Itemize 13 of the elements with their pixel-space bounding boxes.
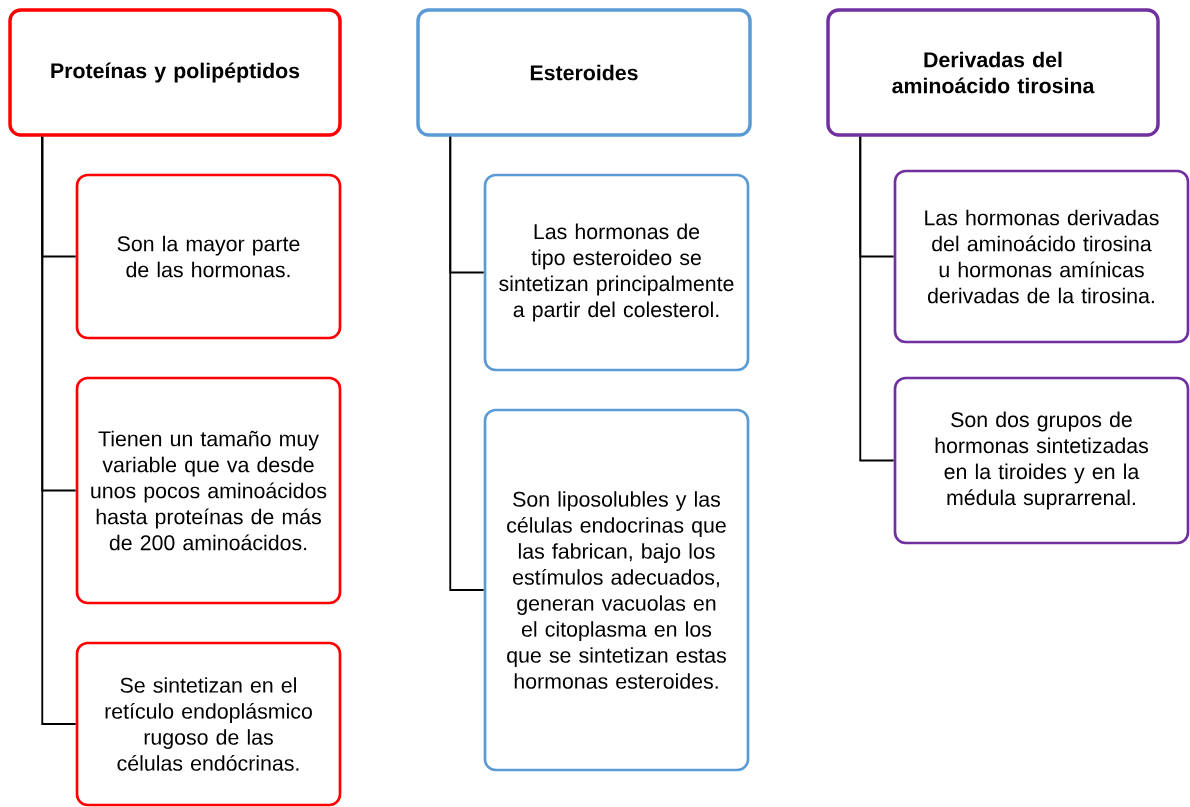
- connector-line: [859, 135, 895, 462]
- category-box: Derivadas del aminoácido tirosina: [826, 8, 1160, 137]
- text-box: Son dos grupos de hormonas sintetizadas en la tiroides y en la médula suprarrenal.: [893, 376, 1190, 545]
- text-box: Las hormonas de tipo esteroideo se sintetizan principalmente a partir del colesterol.: [483, 173, 750, 372]
- connector-line: [449, 135, 485, 591]
- text-box: Tienen un tamaño muy variable que va desde unos pocos aminoácidos hasta proteínas de más de 200 aminoácidos.: [75, 376, 342, 605]
- category-box: Esteroides: [416, 8, 752, 137]
- text-box: Se sintetizan en el retículo endoplásmico rugoso de las células endócrinas.: [75, 641, 342, 807]
- text-box: Son liposolubles y las células endocrinas que las fabrican, bajo los estímulos adecuados, generan vacuolas en el citoplasma en los que se sintetizan estas hormonas esteroides.: [483, 408, 750, 772]
- category-box: Proteínas y polipéptidos: [8, 8, 342, 137]
- text-box: Las hormonas derivadas del aminoácido tirosina u hormonas amínicas derivadas de la tirosina.: [893, 169, 1190, 344]
- connector-line: [41, 135, 77, 725]
- text-box: Son la mayor parte de las hormonas.: [75, 173, 342, 340]
